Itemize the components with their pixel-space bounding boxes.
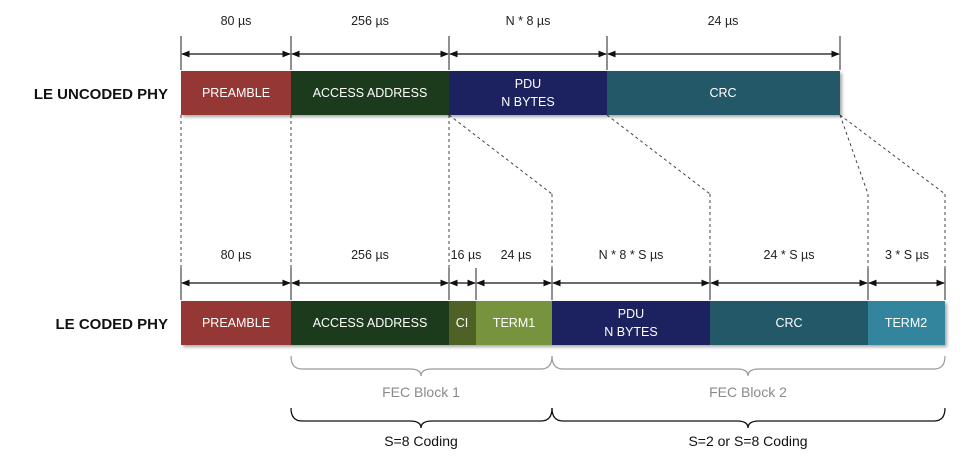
coded-ci-label: CI bbox=[456, 316, 469, 330]
uncoded-pdu-size-label: N BYTES bbox=[501, 95, 555, 109]
uncoded-preamble-duration: 80 µs bbox=[221, 14, 252, 28]
uncoded-packet bbox=[181, 71, 840, 115]
fec-block-2-bracket bbox=[551, 355, 946, 377]
coded-term1-duration: 24 µs bbox=[501, 248, 532, 262]
coded-term1-field bbox=[476, 301, 552, 345]
uncoded-pdu-label: PDU bbox=[515, 77, 541, 91]
fec-block-1-bracket bbox=[290, 355, 553, 377]
coded-phy-label: LE CODED PHY bbox=[55, 316, 168, 333]
coding-2-label: S=2 or S=8 Coding bbox=[688, 433, 807, 449]
uncoded-phy-label: LE UNCODED PHY bbox=[34, 86, 168, 103]
coding-1-bracket bbox=[290, 407, 553, 429]
coded-access-address-field bbox=[291, 301, 449, 345]
uncoded-preamble-label: PREAMBLE bbox=[202, 86, 270, 100]
uncoded-preamble-field bbox=[181, 71, 291, 115]
coded-crc-label: CRC bbox=[775, 316, 802, 330]
coded-preamble-field bbox=[181, 301, 291, 345]
dashed-guides bbox=[180, 114, 946, 300]
coded-crc-duration: 24 * S µs bbox=[764, 248, 815, 262]
uncoded-pdu-duration: N * 8 µs bbox=[506, 14, 551, 28]
coded-preamble-label: PREAMBLE bbox=[202, 316, 270, 330]
uncoded-pdu-field bbox=[449, 71, 607, 115]
uncoded-duration-ticks bbox=[180, 36, 841, 70]
uncoded-access-address-field bbox=[291, 71, 449, 115]
uncoded-crc-label: CRC bbox=[709, 86, 736, 100]
coded-term2-duration: 3 * S µs bbox=[885, 248, 929, 262]
coded-ci-field bbox=[449, 301, 476, 345]
coded-access-address-label: ACCESS ADDRESS bbox=[313, 316, 428, 330]
uncoded-crc-field bbox=[607, 71, 840, 115]
coded-crc-field bbox=[710, 301, 868, 345]
fec-block-2-label: FEC Block 2 bbox=[709, 384, 787, 400]
fec-brackets bbox=[290, 355, 946, 377]
coded-pdu-duration: N * 8 * S µs bbox=[599, 248, 664, 262]
fec-block-1-label: FEC Block 1 bbox=[382, 384, 460, 400]
coded-ci-duration: 16 µs bbox=[451, 248, 482, 262]
coded-packet bbox=[181, 301, 945, 345]
coded-pdu-label: PDU bbox=[618, 307, 644, 321]
coded-duration-ticks bbox=[180, 268, 946, 300]
coded-pdu-size-label: N BYTES bbox=[604, 325, 658, 339]
coded-term2-field bbox=[868, 301, 945, 345]
coded-preamble-duration: 80 µs bbox=[221, 248, 252, 262]
coded-term2-label: TERM2 bbox=[885, 316, 927, 330]
coded-pdu-field bbox=[552, 301, 710, 345]
uncoded-access-address-duration: 256 µs bbox=[351, 14, 389, 28]
coding-brackets bbox=[290, 407, 946, 429]
uncoded-crc-duration: 24 µs bbox=[708, 14, 739, 28]
coding-1-label: S=8 Coding bbox=[384, 433, 458, 449]
coding-2-bracket bbox=[551, 407, 946, 429]
coded-access-address-duration: 256 µs bbox=[351, 248, 389, 262]
coded-term1-label: TERM1 bbox=[493, 316, 535, 330]
uncoded-access-address-label: ACCESS ADDRESS bbox=[313, 86, 428, 100]
